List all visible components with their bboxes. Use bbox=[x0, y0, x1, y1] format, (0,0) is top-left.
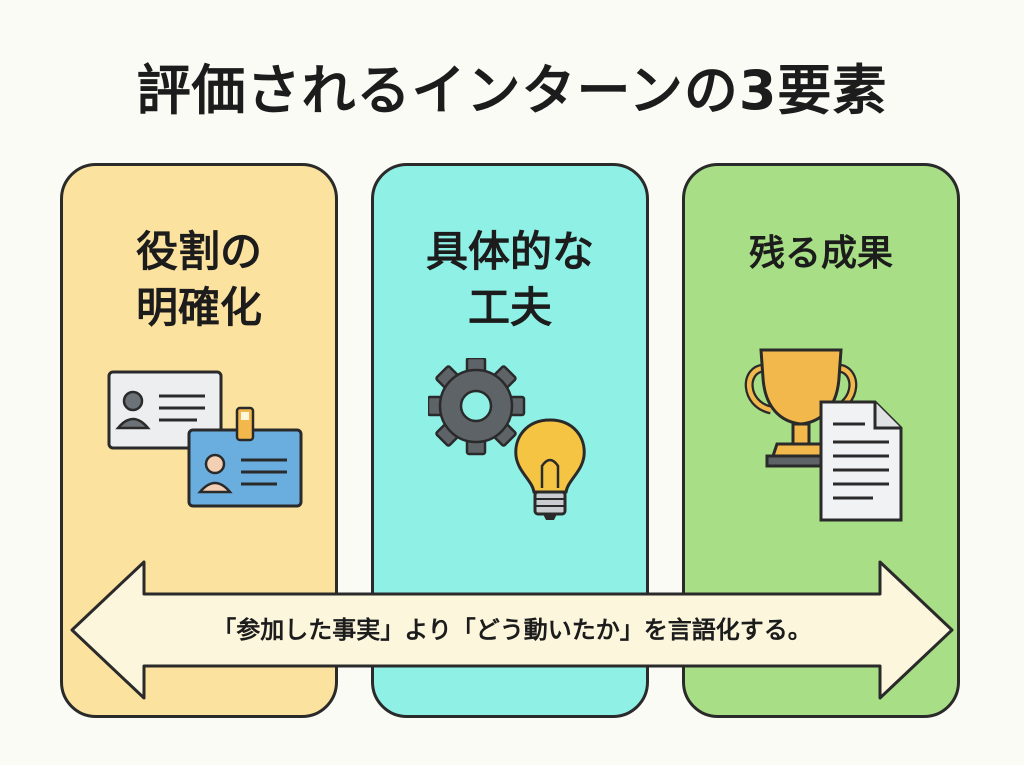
document-icon bbox=[819, 400, 903, 522]
gear-icon bbox=[428, 358, 526, 456]
panel-title-line2: 明確化 bbox=[135, 283, 262, 332]
panel-title: 具体的な 工夫 bbox=[374, 224, 646, 336]
gear-bulb-illustration bbox=[428, 358, 586, 520]
arrow-message: 「参加した事実」より「どう動いたか」を言語化する。 bbox=[212, 616, 812, 644]
panel-title-line1: 役割の bbox=[135, 227, 262, 276]
double-arrow-banner bbox=[70, 560, 954, 700]
id-card-illustration bbox=[107, 370, 303, 508]
lightbulb-icon bbox=[514, 418, 586, 520]
id-badge-icon bbox=[187, 406, 303, 508]
panel-title-line1: 具体的な bbox=[425, 227, 594, 276]
trophy-document-illustration bbox=[744, 348, 903, 522]
panel-title: 役割の 明確化 bbox=[63, 224, 335, 336]
panel-title-line1: 残る成果 bbox=[748, 233, 893, 274]
panel-title-line2: 工夫 bbox=[467, 283, 552, 332]
page-title: 評価されるインターンの3要素 bbox=[136, 59, 888, 122]
panel-title: 残る成果 bbox=[685, 226, 957, 282]
